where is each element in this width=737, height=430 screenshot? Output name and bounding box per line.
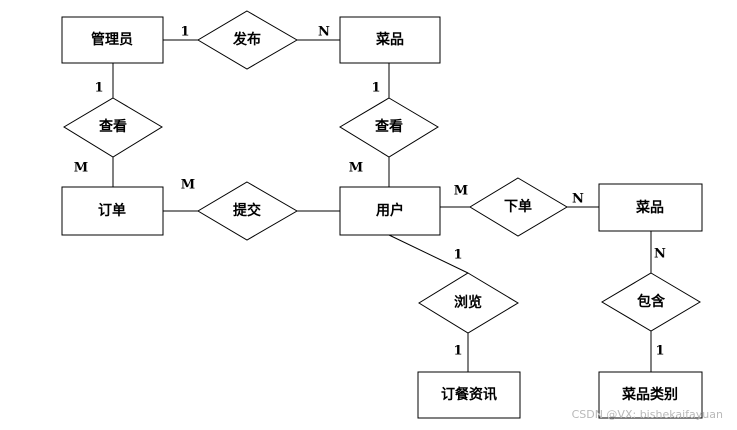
cardinality-browse-news: 1 — [453, 344, 462, 359]
entity-label-user: 用户 — [376, 202, 404, 219]
entity-dish-right: 菜品 — [598, 183, 703, 232]
relation-label-browse: 浏览 — [454, 294, 482, 311]
entity-admin: 管理员 — [61, 16, 164, 64]
line-user-browse — [388, 234, 469, 274]
relation-publish: 发布 — [197, 10, 298, 70]
entity-dish-top: 菜品 — [339, 16, 441, 64]
entity-label-order: 订单 — [98, 202, 126, 219]
relation-label-place-order: 下单 — [504, 198, 532, 215]
cardinality-view-user: M — [349, 161, 363, 176]
relation-label-view-user: 查看 — [375, 118, 403, 135]
cardinality-contain-category: 1 — [655, 344, 664, 359]
connector-lines — [112, 39, 652, 372]
watermark: CSDN @VX: bishekaifayuan — [571, 408, 723, 421]
entity-category: 菜品类别 — [598, 371, 703, 419]
relation-submit: 提交 — [197, 181, 298, 241]
relation-view-admin: 查看 — [63, 97, 163, 158]
cardinality-user-place: M — [454, 184, 468, 199]
relation-label-contain: 包含 — [637, 293, 666, 310]
cardinality-order-submit: M — [181, 178, 195, 193]
cardinality-admin-view: 1 — [94, 81, 103, 96]
entity-label-category: 菜品类别 — [621, 386, 678, 403]
cardinality-publish-dish: N — [318, 25, 330, 40]
cardinality-place-dish: N — [572, 192, 584, 207]
relation-view-user: 查看 — [339, 97, 439, 158]
cardinality-admin-publish: 1 — [180, 25, 189, 40]
cardinality-labels: 1 N 1 M 1 M M M N 1 1 N 1 — [74, 25, 666, 359]
cardinality-view-order: M — [74, 161, 88, 176]
cardinality-user-browse: 1 — [453, 248, 462, 263]
relation-browse: 浏览 — [418, 272, 519, 334]
entity-label-admin: 管理员 — [91, 31, 133, 48]
relation-place-order: 下单 — [469, 177, 568, 237]
cardinality-dish-view: 1 — [371, 81, 380, 96]
entity-label-dish-top: 菜品 — [375, 31, 404, 48]
entity-news: 订餐资讯 — [417, 371, 521, 419]
relation-label-submit: 提交 — [233, 202, 261, 219]
relation-label-publish: 发布 — [232, 31, 261, 48]
entity-label-dish-right: 菜品 — [635, 199, 664, 216]
relation-label-view-admin: 查看 — [99, 118, 127, 135]
entity-order: 订单 — [61, 186, 164, 236]
entity-label-news: 订餐资讯 — [441, 386, 497, 403]
entity-user: 用户 — [339, 186, 441, 236]
cardinality-dish-contain: N — [654, 247, 666, 262]
relation-contain: 包含 — [601, 272, 701, 332]
